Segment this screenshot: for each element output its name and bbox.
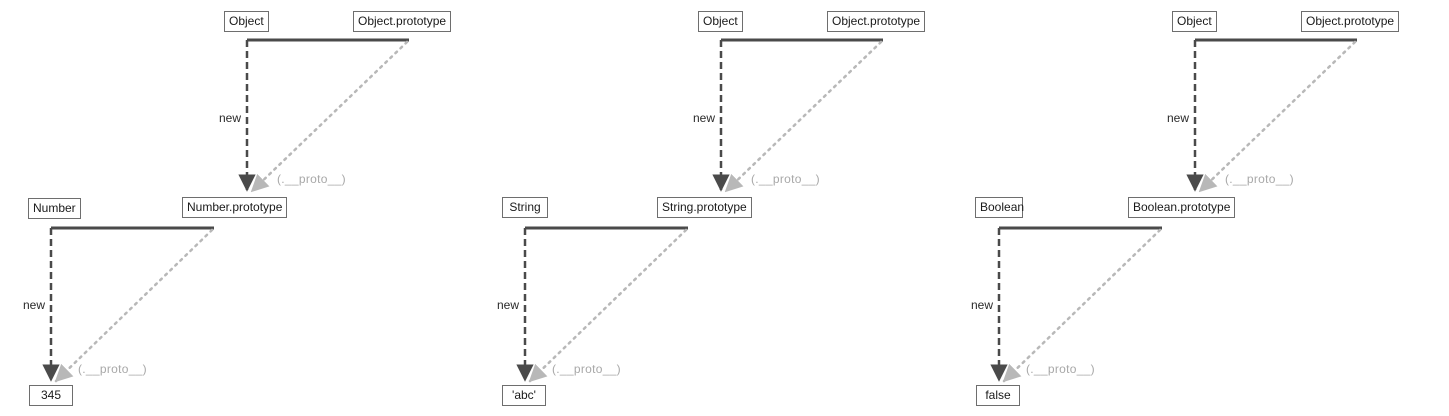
d3-prototype-node: Boolean.prototype [1128,197,1236,218]
d3-bottom-new-label: new [971,298,994,312]
d2-top-proto-label: (.__proto__) [751,172,820,186]
d2-object-node: Object [698,11,743,32]
d2-prototype-node: String.prototype [657,197,752,218]
d3-top-proto-label: (.__proto__) [1225,172,1294,186]
d1-bottom-proto-arrow [54,228,214,383]
d2-top-new-label: new [693,111,716,125]
d1-top-proto-arrow [250,40,409,193]
d2-bottom-proto-label: (.__proto__) [552,362,621,376]
d1-bottom-new-label: new [23,298,46,312]
d1-prototype-node: Number.prototype [182,197,288,218]
d2-object-prototype-node: Object.prototype [827,11,926,32]
d3-top-proto-arrow [1198,40,1357,193]
d1-top-new-label: new [219,111,242,125]
d2-constructor-node: String [502,197,548,218]
diagram-3-edges [990,38,1357,383]
d3-instance-node: false [976,385,1020,406]
d1-bottom-proto-label: (.__proto__) [78,362,147,376]
d3-object-node: Object [1172,11,1217,32]
d1-top-proto-label: (.__proto__) [277,172,346,186]
d3-constructor-node: Boolean [975,197,1024,218]
diagram-1-edges [42,38,409,383]
d1-instance-node: 345 [29,385,73,406]
d2-top-proto-arrow [724,40,883,193]
diagram-2-edges [516,38,883,383]
d1-constructor-node: Number [28,198,81,219]
d2-instance-node: 'abc' [502,385,546,406]
d3-top-new-label: new [1167,111,1190,125]
d1-object-prototype-node: Object.prototype [353,11,452,32]
d2-bottom-new-label: new [497,298,520,312]
d2-bottom-proto-arrow [528,228,688,383]
d1-object-node: Object [224,11,269,32]
d3-bottom-proto-label: (.__proto__) [1026,362,1095,376]
d3-object-prototype-node: Object.prototype [1301,11,1400,32]
d3-bottom-proto-arrow [1002,228,1162,383]
